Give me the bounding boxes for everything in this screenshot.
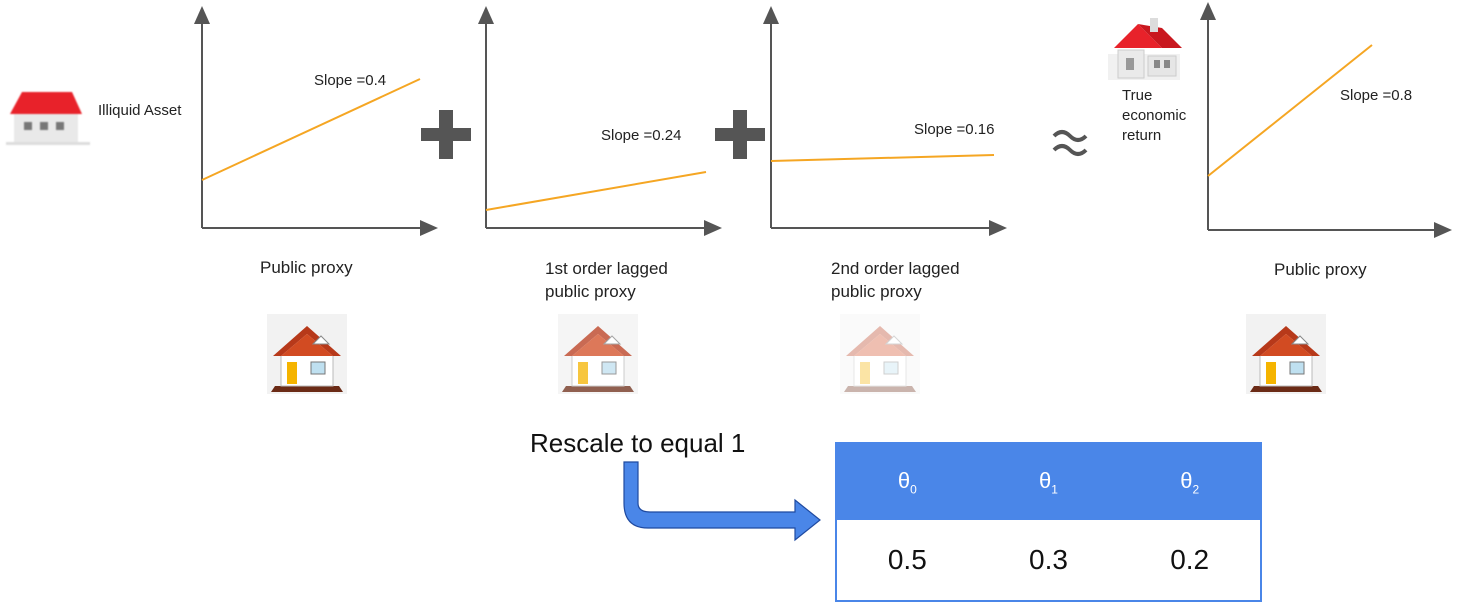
axis-label-2-line1: 1st order lagged bbox=[545, 259, 668, 278]
illiquid-asset-label: Illiquid Asset bbox=[98, 102, 182, 119]
plus-operator-1 bbox=[421, 110, 471, 159]
theta-value-2: 0.2 bbox=[1170, 544, 1210, 575]
slope-label-4: Slope =0.8 bbox=[1340, 87, 1413, 104]
house-icon-1 bbox=[267, 314, 347, 394]
true-return-label-3: return bbox=[1122, 127, 1162, 144]
rescale-arrow bbox=[623, 461, 821, 542]
chart-panel-4 bbox=[1200, 2, 1452, 238]
rescale-label: Rescale to equal 1 bbox=[530, 428, 746, 458]
axis-label-2-line2: public proxy bbox=[545, 282, 636, 301]
theta-header-2: θ2 bbox=[1119, 443, 1261, 520]
theta-header-row: θ0 θ1 θ2 bbox=[836, 443, 1261, 520]
axis-label-4: Public proxy bbox=[1274, 260, 1367, 279]
true-return-label-2: economic bbox=[1122, 107, 1187, 124]
chart-panel-3 bbox=[763, 6, 1007, 236]
true-return-label-1: True bbox=[1122, 87, 1153, 104]
slope-line bbox=[201, 78, 421, 181]
slope-label-3: Slope =0.16 bbox=[914, 121, 995, 138]
house-icon-2 bbox=[558, 314, 638, 394]
house-icon-4 bbox=[1246, 314, 1326, 394]
approx-operator bbox=[1052, 130, 1088, 156]
slope-line bbox=[770, 154, 995, 162]
chart-panel-2 bbox=[478, 6, 722, 236]
theta-value-1: 0.3 bbox=[1029, 544, 1068, 575]
slope-label-2: Slope =0.24 bbox=[601, 127, 682, 144]
theta-header-0: θ0 bbox=[836, 443, 978, 520]
slope-line bbox=[1207, 44, 1373, 177]
axis-label-3-line2: public proxy bbox=[831, 282, 922, 301]
illiquid-house-icon bbox=[6, 92, 90, 145]
theta-table: θ0 θ1 θ2 0.5 0.3 0.2 bbox=[835, 442, 1262, 602]
theta-value-0: 0.5 bbox=[887, 544, 927, 575]
true-return-house-icon bbox=[1108, 18, 1182, 80]
theta-value-row: 0.5 0.3 0.2 bbox=[836, 520, 1261, 601]
theta-header-1: θ1 bbox=[977, 443, 1120, 520]
axis-label-3-line1: 2nd order lagged bbox=[831, 259, 960, 278]
chart-panel-1 bbox=[194, 6, 438, 236]
slope-line bbox=[485, 171, 707, 211]
plus-operator-2 bbox=[715, 110, 765, 159]
slope-label-1: Slope =0.4 bbox=[314, 72, 387, 89]
axis-label-1: Public proxy bbox=[260, 258, 353, 277]
house-icon-3 bbox=[840, 314, 920, 394]
